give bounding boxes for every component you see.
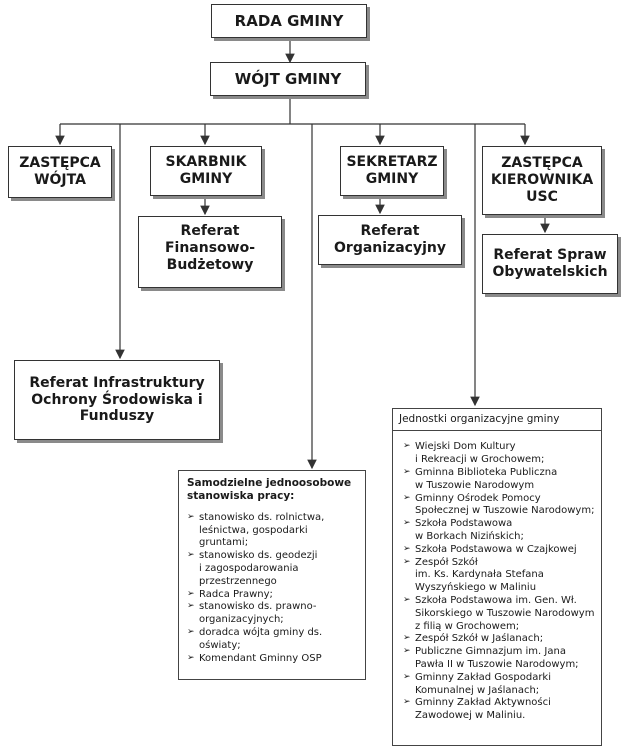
arrow-bullet-icon: ➢ <box>187 511 195 522</box>
list-item: ➢ Gminna Biblioteka Publiczna w Tuszowie … <box>403 467 597 493</box>
jednostki-title: Jednostki organizacyjne gminy <box>393 409 601 432</box>
list-item-text: Szkoła Podstawowa w Czajkowej <box>415 543 577 555</box>
sekretarz-box: SEKRETARZ GMINY <box>340 146 444 196</box>
list-item: ➢ Gminny Ośrodek Pomocy Społecznej w Tusz… <box>403 493 597 519</box>
arrow-bullet-icon: ➢ <box>403 518 411 529</box>
referat-infrastruktury-label: Referat Infrastruktury Ochrony Środowisk… <box>29 374 205 425</box>
list-item: ➢ stanowisko ds. rolnictwa, leśnictwa, go… <box>187 512 359 550</box>
list-item-text: Gminny Ośrodek Pomocy Społecznej w Tuszo… <box>415 492 595 517</box>
list-item: ➢ doradca wójta gminy ds. oświaty; <box>187 627 359 653</box>
zastepca-wojta-label: ZASTĘPCA WÓJTA <box>19 155 101 188</box>
list-item: ➢ Publiczne Gimnazjum im. Jana Pawła II w… <box>403 646 597 672</box>
list-item: ➢ Wiejski Dom Kultury i Rekreacji w Groch… <box>403 441 597 467</box>
sekretarz-label: SEKRETARZ GMINY <box>346 154 438 187</box>
list-item: ➢ Gminny Zakład Gospodarki Komunalnej w J… <box>403 672 597 698</box>
arrow-bullet-icon: ➢ <box>403 633 411 644</box>
list-item-text: doradca wójta gminy ds. oświaty; <box>199 627 323 651</box>
list-item: ➢ Szkoła Podstawowa w Czajkowej <box>403 544 597 557</box>
list-item-text: Gminny Zakład Aktywności Zawodowej w Mal… <box>415 697 551 722</box>
wojt-gminy-label: WÓJT GMINY <box>234 70 342 88</box>
arrow-bullet-icon: ➢ <box>187 627 195 638</box>
skarbnik-box: SKARBNIK GMINY <box>150 146 262 196</box>
list-item: ➢ Gminny Zakład Aktywności Zawodowej w Ma… <box>403 697 597 723</box>
referat-organizacyjny-box: Referat Organizacyjny <box>318 215 462 265</box>
arrow-bullet-icon: ➢ <box>403 492 411 503</box>
arrow-bullet-icon: ➢ <box>403 697 411 708</box>
referat-organizacyjny-label: Referat Organizacyjny <box>334 223 446 256</box>
list-item-text: Zespół Szkół im. Ks. Kardynała Stefana W… <box>415 556 544 594</box>
jednostki-list: ➢ Wiejski Dom Kultury i Rekreacji w Groch… <box>397 441 597 723</box>
list-item: ➢ Zespół Szkół im. Ks. Kardynała Stefana … <box>403 557 597 595</box>
list-item-text: stanowisko ds. geodezji i zagospodarowan… <box>199 550 318 587</box>
referat-obywatelski-label: Referat Spraw Obywatelskich <box>492 247 608 280</box>
arrow-bullet-icon: ➢ <box>403 646 411 657</box>
list-item-text: Gminny Zakład Gospodarki Komunalnej w Ja… <box>415 671 552 696</box>
zastepca-wojta-box: ZASTĘPCA WÓJTA <box>8 146 112 198</box>
list-item-text: Szkoła Podstawowa w Borkach Nizińskich; <box>415 518 524 543</box>
arrow-bullet-icon: ➢ <box>187 588 195 599</box>
list-item: ➢ stanowisko ds. geodezji i zagospodarowa… <box>187 550 359 588</box>
arrow-bullet-icon: ➢ <box>403 441 411 452</box>
list-item-text: Radca Prawny; <box>199 588 273 600</box>
list-item-text: stanowisko ds. prawno- organizacyjnych; <box>199 601 317 626</box>
samodzielne-title: Samodzielne jednoosobowe stanowiska prac… <box>187 477 352 503</box>
list-item-text: Zespół Szkół w Jaślanach; <box>415 633 544 645</box>
referat-finansowy-box: Referat Finansowo- Budżetowy <box>138 216 282 288</box>
list-item-text: Gminna Biblioteka Publiczna w Tuszowie N… <box>415 467 558 491</box>
jednostki-organizacyjne-box: Jednostki organizacyjne gminy ➢ Wiejski D… <box>392 408 602 746</box>
arrow-bullet-icon: ➢ <box>187 652 195 663</box>
rada-gminy-box: RADA GMINY <box>211 4 367 38</box>
list-item: ➢ Komendant Gminny OSP <box>187 653 359 666</box>
arrow-bullet-icon: ➢ <box>187 601 195 612</box>
list-item-text: Szkoła Podstawowa im. Gen. Wł. Sikorskie… <box>415 595 595 632</box>
arrow-bullet-icon: ➢ <box>403 543 411 554</box>
samodzielne-list: ➢ stanowisko ds. rolnictwa, leśnictwa, go… <box>187 512 359 666</box>
arrow-bullet-icon: ➢ <box>187 550 195 561</box>
arrow-bullet-icon: ➢ <box>403 595 411 605</box>
referat-finansowy-label: Referat Finansowo- Budżetowy <box>164 223 256 273</box>
list-item-text: Publiczne Gimnazjum im. Jana Pawła II w … <box>415 646 579 670</box>
list-item: ➢ Szkoła Podstawowa im. Gen. Wł. Sikorski… <box>403 595 597 633</box>
referat-infrastruktury-box: Referat Infrastruktury Ochrony Środowisk… <box>14 360 220 440</box>
list-item-text: Wiejski Dom Kultury i Rekreacji w Grocho… <box>415 441 545 466</box>
list-item-text: Komendant Gminny OSP <box>199 652 322 664</box>
list-item-text: stanowisko ds. rolnictwa, leśnictwa, gos… <box>199 511 325 549</box>
arrow-bullet-icon: ➢ <box>403 671 411 682</box>
samodzielne-stanowiska-box: Samodzielne jednoosobowe stanowiska prac… <box>178 470 366 680</box>
list-item: ➢ Szkoła Podstawowa w Borkach Nizińskich; <box>403 518 597 544</box>
referat-obywatelski-box: Referat Spraw Obywatelskich <box>482 234 618 294</box>
wojt-gminy-box: WÓJT GMINY <box>210 62 366 96</box>
arrow-bullet-icon: ➢ <box>403 556 411 567</box>
list-item: ➢ Radca Prawny; <box>187 589 359 602</box>
zastepca-usc-box: ZASTĘPCA KIEROWNIKA USC <box>482 146 602 215</box>
rada-gminy-label: RADA GMINY <box>234 12 344 30</box>
zastepca-usc-label: ZASTĘPCA KIEROWNIKA USC <box>490 155 594 205</box>
list-item: ➢ stanowisko ds. prawno- organizacyjnych; <box>187 601 359 627</box>
skarbnik-label: SKARBNIK GMINY <box>165 154 247 187</box>
list-item: ➢ Zespół Szkół w Jaślanach; <box>403 633 597 646</box>
arrow-bullet-icon: ➢ <box>403 467 411 478</box>
